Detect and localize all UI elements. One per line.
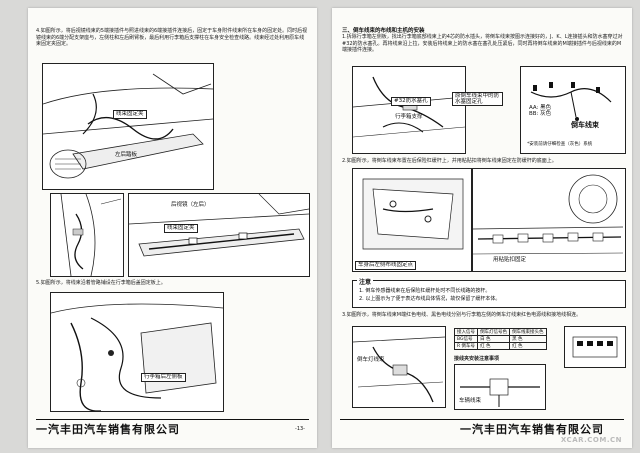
page-number: -13- xyxy=(295,426,305,432)
table-cell: 白 色 xyxy=(477,335,511,343)
notice-title: 注意 xyxy=(357,277,374,286)
table-header: 接入信号 xyxy=(453,328,479,336)
notice-box: 注意 1. 倒车传感器线束在后保险杠缓杆处时不同长线路的按杆。 2. 以上图示为… xyxy=(352,277,626,308)
figure-trunk-floor: 线束固定夹 左后踏板 xyxy=(42,63,214,190)
label-harness-clamp: 线束固定夹 xyxy=(113,110,147,119)
right-page: 三、倒车线束的布线和主机的安装 1.拆除行李箱左侧板，找出行李箱底部线束上的4芯… xyxy=(332,8,632,448)
table-cell: 红 色 xyxy=(509,342,547,350)
notice-line-1: 1. 倒车传感器线束在后保险杠缓杆处时不同长线路的按杆。 xyxy=(359,288,491,294)
table-header: 倒车灯信号色 xyxy=(477,328,511,336)
label-inner-body: 车身后左侧布线固定点 xyxy=(355,261,417,270)
figure-trunk-side: 行李箱后左侧板 xyxy=(50,292,224,412)
label-left-panel: 左后踏板 xyxy=(115,152,138,158)
figure-bumper-right: 用粘贴扣固定 xyxy=(472,168,626,272)
harness-note: *安装前请仔细检查（灰色）系统 xyxy=(527,142,593,147)
figure-bumper-left: 车身后左侧布线固定点 xyxy=(352,168,472,272)
table-header-row: 接入信号 倒车灯信号色 倒车线束接头色 xyxy=(453,328,547,336)
label-rubber-grommet: #32防水塞孔 xyxy=(391,97,431,106)
figure-waterproof-plug: #32防水塞孔 行李箱支撑 xyxy=(352,66,466,154)
table-header: 倒车线束接头色 xyxy=(509,328,547,336)
label-trunk-support: 行李箱支撑 xyxy=(395,114,423,120)
figure-pillar xyxy=(50,193,124,277)
company-name: 一汽丰田汽车销售有限公司 xyxy=(36,423,180,436)
wire-color-table: 接入信号 倒车灯信号色 倒车线束接头色 BG信号 白 色 黑 色 R 倒车号 红… xyxy=(453,328,547,350)
label-harness-clamp-2: 线束固定夹 xyxy=(164,224,198,233)
step5-text: 5.如图所示，将线束沿着管路铺设在行李箱后盖固定板上。 xyxy=(36,280,166,286)
figure-connector xyxy=(564,326,626,368)
label-lamp-harness: 倒车灯线束 xyxy=(357,357,385,363)
label-tape-fix: 用粘贴扣固定 xyxy=(493,257,527,263)
table-cell: R 倒车号 xyxy=(453,342,479,350)
section-title: 三、倒车线束的布线和主机的安装 xyxy=(342,28,425,34)
legend-gray: BB: 灰色 xyxy=(529,111,552,117)
step4-text: 4.如图所示，将后视镜线束的5端接插件与照进线束的6端接插件连接后，固定于车身附… xyxy=(36,28,308,47)
label-vehicle-harness: 车辆线束 xyxy=(459,398,482,404)
right-footer: 一汽丰田汽车销售有限公司 xyxy=(340,419,624,436)
legend-black: AA: 黑色 xyxy=(529,105,552,111)
label-trunk-panel: 行李箱后左侧板 xyxy=(141,373,186,382)
step1-text: 1.拆除行李箱左侧板，找出行李箱底部线束上的4芯的防水插头，将倒车线束按图示连接… xyxy=(342,34,623,53)
table-row: BG信号 白 色 黑 色 xyxy=(453,335,547,343)
label-rear-cover: 后视镜（左后） xyxy=(171,202,210,208)
company-name-right: 一汽丰田汽车销售有限公司 xyxy=(460,423,604,436)
figure-harness-diagram: AA: 黑色 BB: 灰色 倒车线束 *安装前请仔细检查（灰色）系统 xyxy=(520,66,626,154)
figure-rear-seat: 后视镜（左后） 线束固定夹 xyxy=(128,193,310,277)
figure-splice: 车辆线束 xyxy=(454,364,546,410)
figure-lamp-wiring: 倒车灯线束 xyxy=(352,326,446,408)
harness-title: 倒车线束 xyxy=(571,121,599,129)
table-cell: BG信号 xyxy=(453,335,479,343)
step2-text: 2.如图所示，将倒车线束布置在后保险杠缓杆上，并用粘贴扣将倒车线束固定在防缓杆的… xyxy=(342,158,557,164)
left-page: 4.如图所示，将后视镜线束的5端接插件与照进线束的6端接插件连接后，固定于车身附… xyxy=(28,8,317,448)
watermark: XCAR.COM.CN xyxy=(560,436,622,444)
step3-text: 3.如图所示，将倒车线束M端红色电线、黑色电线分别与行李箱左侧的倒车灯线束红色电… xyxy=(342,312,582,318)
wire-note: 接线夹安装注意事项 xyxy=(454,356,500,362)
table-cell: 红 色 xyxy=(477,342,511,350)
table-cell: 黑 色 xyxy=(509,335,547,343)
label-plug-hole: 原倒车线束中的防水塞固定孔 xyxy=(452,92,503,106)
left-footer: 一汽丰田汽车销售有限公司 -13- xyxy=(36,419,309,436)
notice-line-2: 2. 以上图示为了便于表达布线具体情况，故仅保留了缓杆本体。 xyxy=(359,296,501,302)
table-row: R 倒车号 红 色 红 色 xyxy=(453,342,547,350)
